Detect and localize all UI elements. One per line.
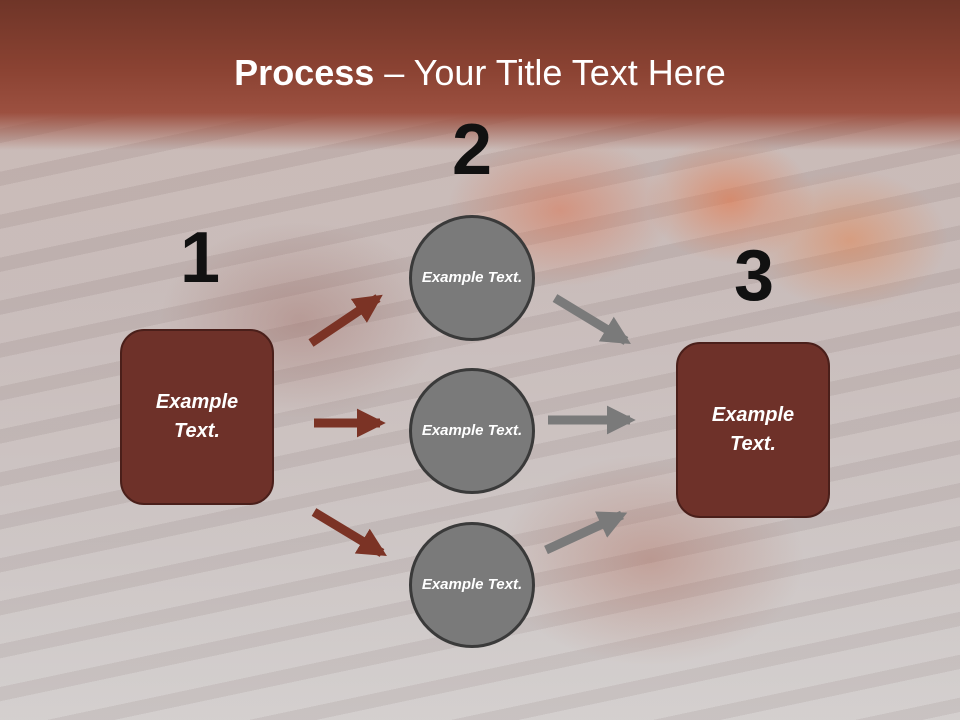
right-step-box: Example Text. xyxy=(676,342,830,518)
circle-top: Example Text. xyxy=(409,215,535,341)
right-box-text: Example Text. xyxy=(711,404,795,455)
circle-middle-text: Example Text. xyxy=(421,421,523,439)
slide-title: Process – Your Title Text Here xyxy=(0,52,960,94)
circle-bottom-text: Example Text. xyxy=(421,575,523,593)
circle-top-text: Example Text. xyxy=(421,268,523,286)
circle-middle: Example Text. xyxy=(409,368,535,494)
circle-bottom: Example Text. xyxy=(409,522,535,648)
title-rest: – Your Title Text Here xyxy=(374,52,726,93)
left-step-box: Example Text. xyxy=(120,329,274,505)
arrow-left-up-icon xyxy=(308,294,383,347)
step-number-1: 1 xyxy=(179,218,221,298)
arrow-right-down-icon xyxy=(552,294,631,345)
step-number-2: 2 xyxy=(451,110,493,190)
left-box-text: Example Text. xyxy=(155,391,239,442)
title-bold: Process xyxy=(234,52,375,93)
arrow-left-down-icon xyxy=(311,508,387,557)
step-number-3: 3 xyxy=(733,236,775,316)
title-band xyxy=(0,0,960,150)
arrow-right-up-icon xyxy=(544,510,628,555)
